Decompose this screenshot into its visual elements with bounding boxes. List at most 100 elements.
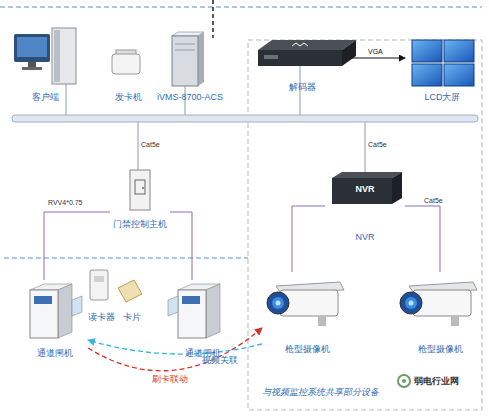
computer-icon [14, 34, 50, 62]
turnstile-icon [30, 284, 82, 338]
cable-label: 刷卡联动 [152, 374, 188, 384]
device-node: iVMS-8700-ACS [150, 30, 230, 102]
lcd-wall-icon [412, 64, 442, 86]
server-icon [175, 44, 195, 45]
watermark-logo [398, 375, 410, 387]
device-node: 客户端 [8, 26, 82, 102]
server-icon [172, 36, 198, 86]
computer-icon [52, 28, 76, 84]
device-label: 通道闸机 [22, 348, 88, 358]
network-bus [12, 115, 478, 122]
bullet-camera-icon [409, 301, 414, 306]
bullet-camera-icon [267, 292, 289, 314]
zone-lines [248, 40, 482, 410]
bullet-camera-icon [400, 292, 422, 314]
zone-lines [0, 7, 482, 8]
bullet-camera-icon [400, 282, 477, 326]
annotation-text: 与视频监控系统共享部分设备 [262, 387, 379, 397]
bullet-camera-icon [272, 297, 284, 309]
device-node: 发卡机 [106, 44, 150, 102]
device-node: 通道闸机 [170, 280, 236, 358]
bullet-camera-icon [276, 301, 281, 306]
cable-label: RVV4*0.75 [48, 198, 83, 208]
nvr-icon [392, 172, 402, 204]
decoder-icon [342, 40, 356, 66]
zone-lines [0, 0, 482, 410]
device-label: 枪型摄像机 [395, 344, 485, 354]
device-label: 客户端 [8, 92, 82, 102]
device-node: 解码器 [255, 36, 350, 92]
decoder-icon [264, 55, 278, 59]
watermark-logo [398, 375, 410, 387]
device-node: 门禁控制主机 [110, 165, 170, 229]
device-label: iVMS-8700-ACS [150, 92, 230, 102]
device-label: LCD大屏 [405, 92, 480, 102]
device-node: 枪型摄像机 [262, 272, 352, 354]
controller-icon [142, 187, 144, 189]
zone-lines [212, 0, 214, 38]
decoder-icon [292, 43, 308, 46]
card-icon [118, 280, 142, 302]
server-icon [198, 32, 204, 86]
device-label: 解码器 [255, 82, 350, 92]
card-reader-icon [90, 270, 108, 300]
annotation-text: Cat5e [141, 140, 160, 150]
controller-icon [135, 180, 145, 194]
turnstile-icon [72, 296, 82, 316]
cable-label: 视频关联 [202, 355, 238, 365]
connector [44, 212, 110, 280]
device-face-text: NVR [325, 184, 405, 194]
computer-icon [14, 28, 76, 84]
decoder-icon [258, 40, 356, 66]
controller-icon [130, 170, 150, 210]
connector [88, 340, 262, 354]
bullet-camera-icon [405, 297, 417, 309]
computer-icon [17, 37, 47, 57]
network-bus [365, 122, 366, 174]
turnstile-icon [58, 284, 72, 338]
nvr-icon [332, 172, 402, 178]
device-node: 读卡器 [84, 264, 118, 322]
turnstile-icon [206, 284, 220, 338]
device-label: 枪型摄像机 [262, 344, 352, 354]
bullet-camera-icon [318, 316, 326, 326]
cable-label: VGA [368, 47, 383, 57]
bullet-camera-icon [451, 316, 459, 326]
device-label: 卡片 [118, 312, 146, 322]
turnstile-icon [168, 284, 220, 338]
network-bus [138, 122, 139, 170]
turnstile-icon [34, 296, 52, 304]
lcd-wall-icon [444, 64, 474, 86]
lcd-wall-icon [412, 40, 474, 86]
card-icon [118, 280, 142, 302]
device-label: 读卡器 [84, 312, 118, 322]
connector [350, 57, 405, 58]
device-node: 通道闸机 [22, 280, 88, 358]
bullet-camera-icon [267, 282, 344, 326]
card-issuer-icon [112, 50, 140, 74]
server-icon [175, 50, 195, 51]
device-label: NVR [325, 232, 405, 242]
device-node: 卡片 [118, 270, 146, 322]
decoder-icon [258, 40, 356, 50]
device-label: 发卡机 [106, 92, 150, 102]
connector [170, 212, 192, 280]
card-issuer-icon [112, 54, 140, 74]
connector [88, 328, 262, 371]
lcd-wall-icon [412, 40, 442, 62]
device-node: NVR NVR [325, 172, 405, 242]
card-reader-icon [94, 276, 104, 282]
turnstile-icon [30, 290, 58, 338]
connector [292, 206, 325, 272]
zone-lines [4, 258, 248, 259]
device-node: LCD大屏 [405, 34, 480, 102]
computer-icon [22, 67, 42, 70]
network-bus [66, 84, 67, 116]
turnstile-icon [178, 290, 206, 338]
server-icon [172, 32, 204, 86]
card-reader-icon [90, 270, 108, 300]
